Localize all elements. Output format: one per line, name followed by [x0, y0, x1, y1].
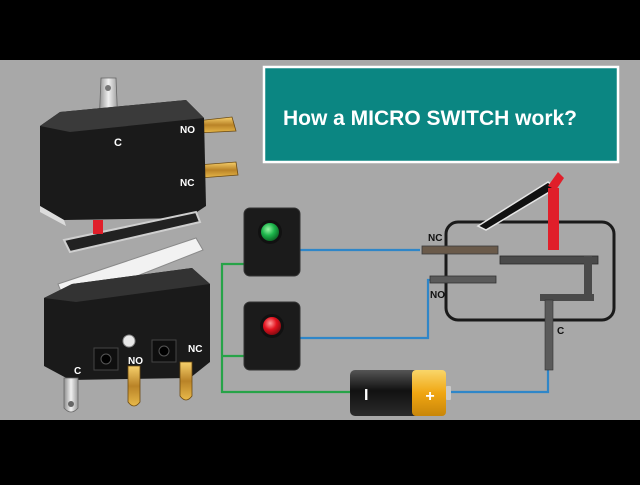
bottom-label-nc: NC — [188, 344, 202, 355]
battery-minus-label: I — [364, 387, 368, 404]
top-lever — [62, 210, 202, 254]
schematic-actuator-tip — [548, 172, 564, 190]
pin-hole-icon — [105, 85, 111, 91]
top-label-c: C — [114, 137, 122, 149]
schematic-nc-contact — [421, 245, 499, 255]
bottom-nc-pin — [179, 361, 193, 401]
top-switch-body-top — [40, 100, 204, 132]
mount-hole-icon — [158, 345, 170, 357]
schematic-housing — [444, 220, 616, 322]
title-box: How a MICRO SWITCH work? — [262, 65, 620, 164]
wires — [220, 248, 550, 394]
schematic-actuator-rod — [548, 188, 559, 250]
green-lamp — [243, 207, 301, 277]
schematic-switch: NC NO C — [421, 172, 616, 371]
battery-positive-end — [412, 370, 446, 416]
bottom-no-pin — [127, 365, 141, 407]
schematic-blade-spring — [584, 256, 592, 296]
schematic-common-base — [540, 294, 594, 301]
bottom-switch-body-top — [44, 268, 210, 302]
top-actuator-button — [93, 220, 103, 234]
schematic-common-terminal — [544, 299, 554, 371]
top-switch-edge — [40, 206, 66, 226]
red-lamp — [243, 301, 301, 371]
bottom-label-c: C — [74, 366, 81, 377]
battery: I + — [350, 370, 451, 416]
micro-switch-top: C NO NC — [40, 77, 239, 254]
bottom-common-pin — [63, 377, 79, 413]
pin-hole-icon — [68, 401, 74, 407]
battery-terminal — [446, 386, 451, 400]
top-label-no: NO — [180, 125, 195, 136]
schematic-label-nc: NC — [428, 233, 442, 244]
micro-switch-bottom: C NO NC — [44, 237, 210, 413]
top-label-nc: NC — [180, 178, 194, 189]
wire-green-common — [220, 262, 352, 394]
schematic-moving-blade — [499, 255, 599, 265]
battery-plus-label: + — [425, 388, 434, 405]
page-title: How a MICRO SWITCH work? — [283, 107, 577, 130]
schematic-label-c: C — [557, 326, 564, 337]
wire-blue-positive — [446, 370, 550, 394]
bottom-label-no: NO — [128, 356, 143, 367]
schematic-no-contact — [429, 275, 497, 284]
red-light-icon — [263, 317, 281, 335]
mount-hole-icon — [100, 353, 112, 365]
schematic-label-no: NO — [430, 290, 445, 301]
green-light-icon — [261, 223, 279, 241]
rivet-icon — [122, 334, 136, 348]
battery-negative-end — [350, 370, 420, 416]
